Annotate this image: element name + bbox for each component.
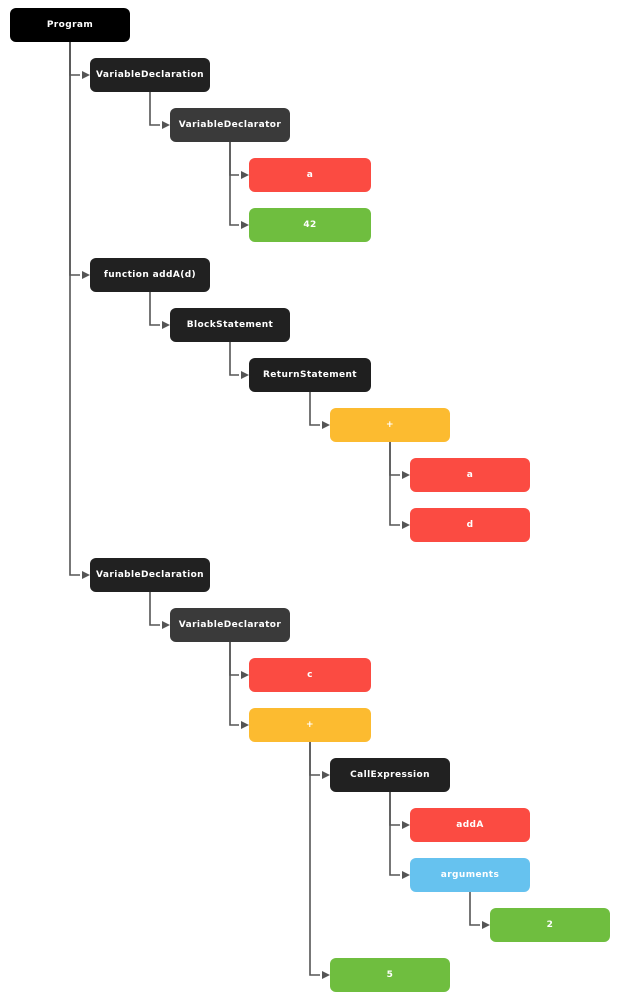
ast-node-label: VariableDeclaration	[96, 69, 204, 80]
edge-arrowhead-icon	[402, 471, 410, 479]
edge-arrowhead-icon	[162, 321, 170, 329]
edge-connector	[229, 642, 249, 679]
edge-connector	[389, 792, 410, 829]
edge-line	[389, 792, 400, 826]
edge-connector	[149, 292, 170, 329]
ast-node-vardecl1[interactable]: VariableDeclaration	[90, 58, 210, 92]
edge-arrowhead-icon	[241, 221, 249, 229]
edge-line	[229, 642, 239, 726]
ast-node-id-a-1[interactable]: a	[249, 158, 371, 192]
edge-line	[69, 42, 80, 576]
edge-arrowhead-icon	[82, 271, 90, 279]
ast-node-label: ReturnStatement	[262, 369, 358, 380]
ast-node-program[interactable]: Program	[10, 8, 130, 42]
ast-node-func-adda[interactable]: function addA(d)	[90, 258, 210, 292]
ast-node-blockstatement[interactable]: BlockStatement	[170, 308, 290, 342]
ast-node-lit-2[interactable]: 2	[490, 908, 610, 942]
ast-node-label: a	[306, 169, 314, 180]
edge-arrowhead-icon	[402, 521, 410, 529]
ast-node-vardeclor1[interactable]: VariableDeclarator	[170, 108, 290, 142]
edge-line	[389, 792, 400, 876]
edge-line	[229, 142, 239, 226]
edge-connector	[229, 642, 249, 729]
edge-connector	[309, 742, 330, 779]
edge-connector	[69, 42, 90, 579]
ast-node-label: VariableDeclaration	[96, 569, 204, 580]
edge-line	[309, 742, 320, 776]
edge-line	[149, 92, 160, 126]
edge-arrowhead-icon	[82, 71, 90, 79]
edge-line	[469, 892, 480, 926]
edge-arrowhead-icon	[162, 121, 170, 129]
ast-node-op-plus-2[interactable]: +	[249, 708, 371, 742]
edge-line	[389, 442, 400, 476]
edge-connector	[389, 442, 410, 529]
ast-node-arguments[interactable]: arguments	[410, 858, 530, 892]
edge-connector	[469, 892, 490, 929]
ast-node-label: 5	[386, 969, 394, 980]
edge-arrowhead-icon	[322, 971, 330, 979]
ast-node-id-d[interactable]: d	[410, 508, 530, 542]
ast-node-label: addA	[456, 819, 484, 830]
ast-node-label: Program	[46, 19, 94, 30]
ast-node-id-c[interactable]: c	[249, 658, 371, 692]
ast-node-label: VariableDeclarator	[178, 619, 282, 630]
edge-line	[389, 442, 400, 526]
ast-node-label: 2	[546, 919, 554, 930]
ast-node-label: arguments	[440, 869, 500, 880]
edge-line	[309, 392, 320, 426]
edge-line	[229, 142, 239, 176]
ast-node-lit-42[interactable]: 42	[249, 208, 371, 242]
ast-node-vardecl2[interactable]: VariableDeclaration	[90, 558, 210, 592]
ast-node-label: 42	[303, 219, 317, 230]
edge-line	[69, 42, 80, 276]
edge-connector	[309, 742, 330, 979]
edge-arrowhead-icon	[241, 721, 249, 729]
edge-arrowhead-icon	[241, 671, 249, 679]
edge-arrowhead-icon	[241, 171, 249, 179]
edge-arrowhead-icon	[402, 821, 410, 829]
edge-connector	[229, 142, 249, 179]
edge-arrowhead-icon	[322, 421, 330, 429]
ast-node-returnstatement[interactable]: ReturnStatement	[249, 358, 371, 392]
ast-node-op-plus-1[interactable]: +	[330, 408, 450, 442]
edge-connector	[389, 792, 410, 879]
edge-line	[69, 42, 80, 76]
ast-node-label: +	[306, 719, 314, 730]
edge-line	[229, 642, 239, 676]
edge-arrowhead-icon	[241, 371, 249, 379]
ast-node-lit-5[interactable]: 5	[330, 958, 450, 992]
ast-node-callexpression[interactable]: CallExpression	[330, 758, 450, 792]
ast-node-vardeclor2[interactable]: VariableDeclarator	[170, 608, 290, 642]
edge-line	[309, 742, 320, 976]
ast-node-label: +	[386, 419, 394, 430]
ast-node-label: VariableDeclarator	[178, 119, 282, 130]
edge-connector	[309, 392, 330, 429]
ast-node-id-adda[interactable]: addA	[410, 808, 530, 842]
edge-line	[229, 342, 239, 376]
ast-node-label: c	[307, 669, 313, 680]
edge-connector	[149, 92, 170, 129]
ast-node-label: BlockStatement	[186, 319, 274, 330]
edge-arrowhead-icon	[402, 871, 410, 879]
edge-connector	[69, 42, 90, 79]
ast-node-label: d	[466, 519, 474, 530]
edge-connector	[69, 42, 90, 279]
ast-node-label: function addA(d)	[103, 269, 197, 280]
edge-arrowhead-icon	[482, 921, 490, 929]
ast-node-label: CallExpression	[350, 769, 430, 780]
edge-connector	[229, 342, 249, 379]
edge-connector	[149, 592, 170, 629]
edge-connector	[389, 442, 410, 479]
edge-arrowhead-icon	[162, 621, 170, 629]
edge-line	[149, 292, 160, 326]
edge-line	[149, 592, 160, 626]
ast-node-id-a-2[interactable]: a	[410, 458, 530, 492]
edge-arrowhead-icon	[322, 771, 330, 779]
edge-connector	[229, 142, 249, 229]
ast-node-label: a	[466, 469, 474, 480]
edge-arrowhead-icon	[82, 571, 90, 579]
